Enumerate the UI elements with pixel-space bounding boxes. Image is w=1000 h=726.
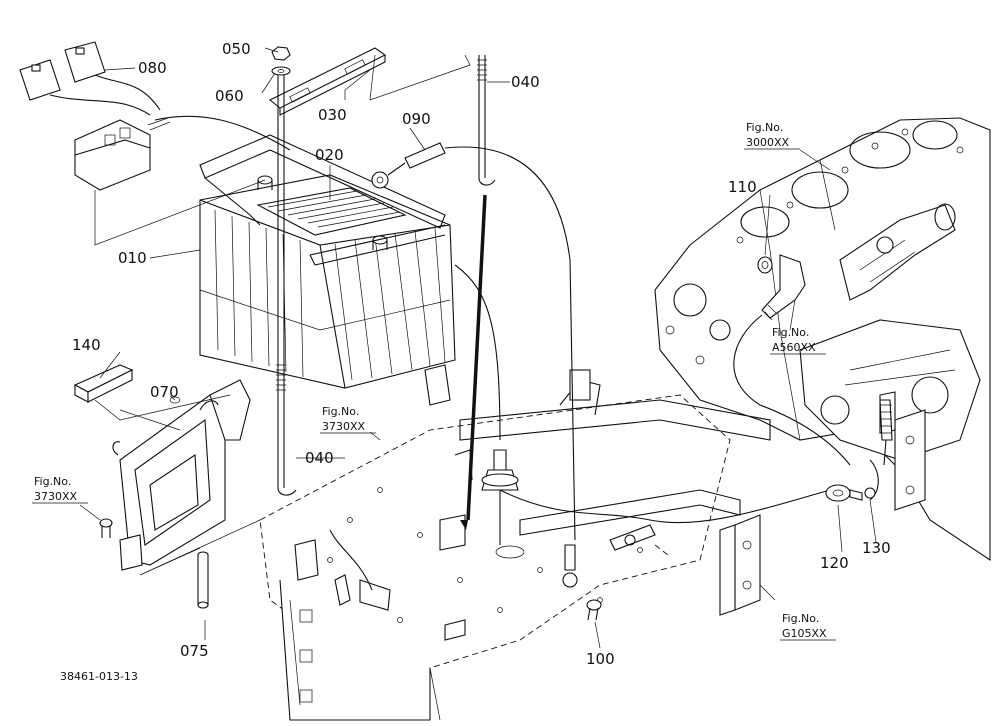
ref-3000xx: 3000XX — [746, 136, 790, 149]
label-070: 070 — [150, 383, 179, 401]
label-140: 140 — [72, 336, 101, 354]
ref-prefix-g105: Fig.No. — [782, 612, 819, 625]
bolt-3730-left — [99, 518, 113, 538]
terminal-110 — [733, 254, 851, 466]
ref-3730xx-center: 3730XX — [322, 420, 366, 433]
leader-lines — [79, 47, 877, 649]
starter-cable — [499, 399, 893, 588]
battery-hold-down-frame — [199, 134, 446, 266]
label-050: 050 — [222, 40, 251, 58]
ground-cable — [454, 194, 519, 545]
ref-prefix-a560: Fig.No. — [772, 326, 809, 339]
figure-references: Fig.No. 3000XX Fig.No. A560XX Fig.No. 37… — [32, 121, 836, 641]
base-frame — [259, 364, 771, 721]
engine-block — [654, 117, 991, 562]
label-040-top: 040 — [511, 73, 540, 91]
label-100: 100 — [586, 650, 615, 668]
hold-down-rod-right — [477, 55, 496, 186]
label-075: 075 — [180, 642, 209, 660]
label-090: 090 — [402, 110, 431, 128]
ref-prefix-3730-left: Fig.No. — [34, 475, 71, 488]
harness-leader — [94, 179, 266, 246]
label-110: 110 — [728, 178, 757, 196]
label-040-mid: 040 — [305, 449, 334, 467]
drawing-number: 38461-013-13 — [60, 670, 138, 683]
ref-prefix-3000: Fig.No. — [746, 121, 783, 134]
label-060: 060 — [215, 87, 244, 105]
part-labels: 050 060 080 030 040 090 020 010 110 140 … — [72, 40, 891, 668]
label-120: 120 — [820, 554, 849, 572]
label-030: 030 — [318, 106, 347, 124]
label-130: 130 — [862, 539, 891, 557]
battery-bracket — [268, 47, 387, 116]
label-010: 010 — [118, 249, 147, 267]
pin-075 — [197, 551, 209, 609]
clamp-and-bolt — [825, 484, 876, 502]
battery-tray-bracket — [112, 379, 251, 571]
label-080: 080 — [138, 59, 167, 77]
bolt-100 — [586, 599, 602, 621]
ref-3730xx-left: 3730XX — [34, 490, 78, 503]
label-020: 020 — [315, 146, 344, 164]
nut-and-washer — [271, 46, 291, 76]
battery — [199, 174, 456, 389]
ref-prefix-3730-center: Fig.No. — [322, 405, 359, 418]
rubber-strip — [73, 364, 134, 403]
ref-g105xx: G105XX — [782, 627, 827, 640]
battery-cable — [371, 142, 576, 541]
strip-leader — [94, 394, 231, 421]
hold-down-rod-left — [276, 75, 297, 496]
wiring-harness-connectors — [19, 41, 291, 191]
ref-a560xx: A560XX — [772, 341, 816, 354]
